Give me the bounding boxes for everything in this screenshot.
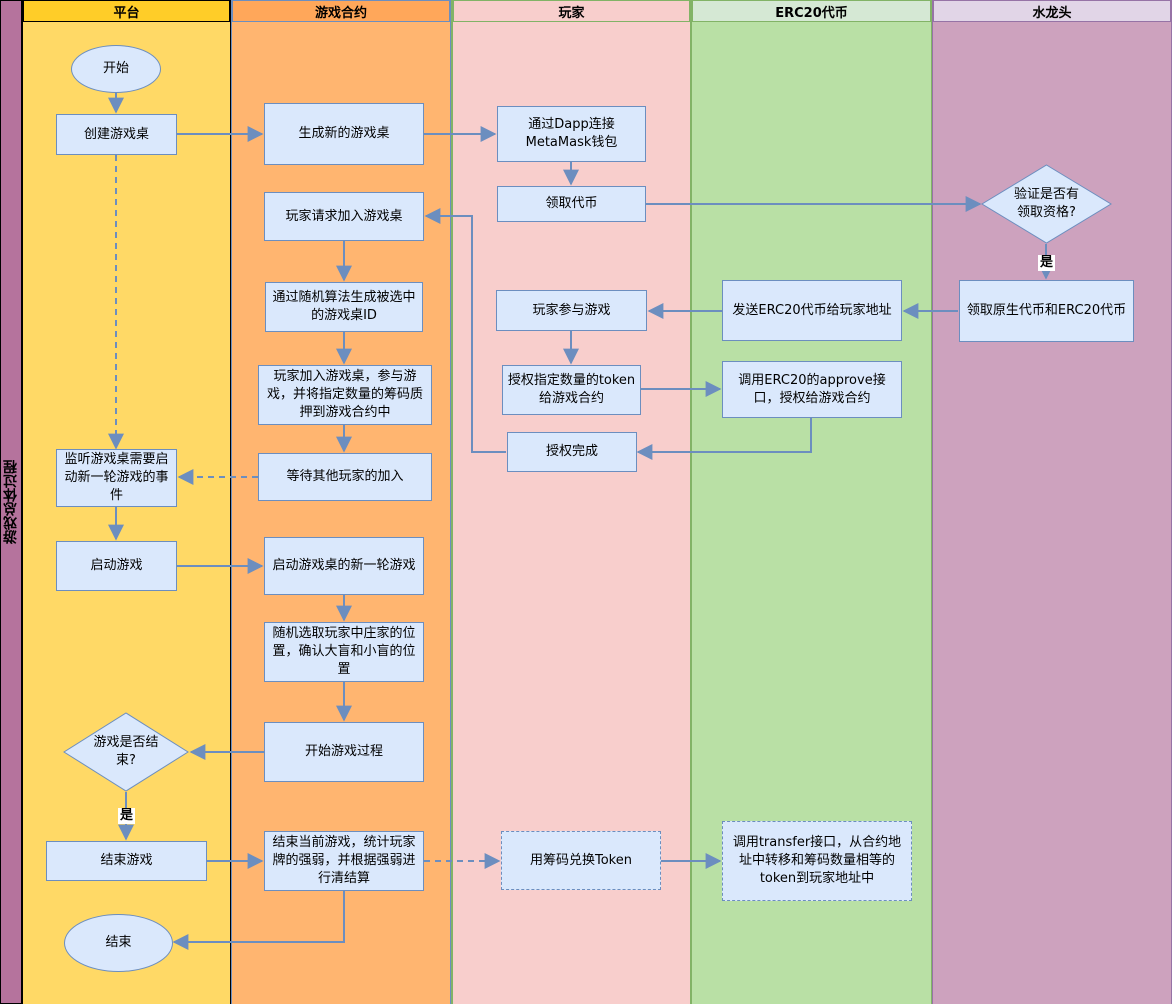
node-join-pledge[interactable]: 玩家加入游戏桌，参与游戏，并将指定数量的筹码质押到游戏合约中 (258, 365, 432, 425)
node-approve-done[interactable]: 授权完成 (507, 432, 637, 472)
node-gen-table[interactable]: 生成新的游戏桌 (264, 103, 424, 165)
node-send-erc20[interactable]: 发送ERC20代币给玩家地址 (722, 280, 902, 341)
node-exchange[interactable]: 用筹码兑换Token (501, 831, 661, 890)
node-start-round[interactable]: 启动游戏桌的新一轮游戏 (264, 537, 424, 595)
node-connect-wallet[interactable]: 通过Dapp连接MetaMask钱包 (497, 106, 646, 162)
edge-label-yes-end: 是 (118, 808, 136, 824)
node-end[interactable]: 结束 (64, 914, 173, 972)
node-call-approve[interactable]: 调用ERC20的approve接口，授权给游戏合约 (722, 361, 902, 418)
lane-faucet-title: 水龙头 (933, 0, 1171, 22)
node-join-request[interactable]: 玩家请求加入游戏桌 (264, 192, 424, 241)
diamond-shape (981, 164, 1112, 244)
diamond-shape (63, 712, 189, 792)
lane-platform-title: 平台 (23, 0, 230, 22)
node-game-over-decision[interactable]: 游戏是否结束? (63, 712, 189, 792)
edge-settle-end (172, 891, 345, 950)
decision-label: 验证是否有领取资格? (1013, 187, 1079, 220)
node-start[interactable]: 开始 (71, 45, 161, 93)
node-launch-game[interactable]: 启动游戏 (56, 541, 177, 591)
edge-done-request (424, 208, 506, 453)
edge-label-yes-faucet: 是 (1038, 255, 1056, 271)
node-random-table[interactable]: 通过随机算法生成被选中的游戏桌ID (265, 282, 423, 332)
node-create-table[interactable]: 创建游戏桌 (56, 114, 177, 155)
edge-callapprove-done (636, 418, 812, 460)
decision-label: 游戏是否结束? (93, 735, 159, 768)
node-approve-amount[interactable]: 授权指定数量的token给游戏合约 (502, 365, 641, 415)
lane-player-title: 玩家 (453, 0, 690, 22)
node-call-transfer[interactable]: 调用transfer接口，从合约地址中转移和筹码数量相等的token到玩家地址中 (722, 821, 912, 901)
node-settle[interactable]: 结束当前游戏，统计玩家牌的强弱，并根据强弱进行清结算 (264, 831, 424, 891)
node-start-process[interactable]: 开始游戏过程 (264, 722, 424, 782)
node-wait-others[interactable]: 等待其他玩家的加入 (258, 453, 432, 501)
node-listen-event[interactable]: 监听游戏桌需要启动新一轮游戏的事件 (56, 449, 177, 507)
node-end-game[interactable]: 结束游戏 (46, 841, 207, 881)
node-player-join[interactable]: 玩家参与游戏 (496, 290, 647, 331)
lane-contract-title: 游戏合约 (232, 0, 450, 22)
node-pick-dealer[interactable]: 随机选取玩家中庄家的位置，确认大盲和小盲的位置 (264, 622, 424, 682)
node-claim-native[interactable]: 领取原生代币和ERC20代币 (959, 280, 1134, 342)
lane-erc20-title: ERC20代币 (692, 0, 931, 22)
node-verify-decision[interactable]: 验证是否有领取资格? (981, 164, 1112, 244)
node-claim-token[interactable]: 领取代币 (497, 186, 646, 222)
